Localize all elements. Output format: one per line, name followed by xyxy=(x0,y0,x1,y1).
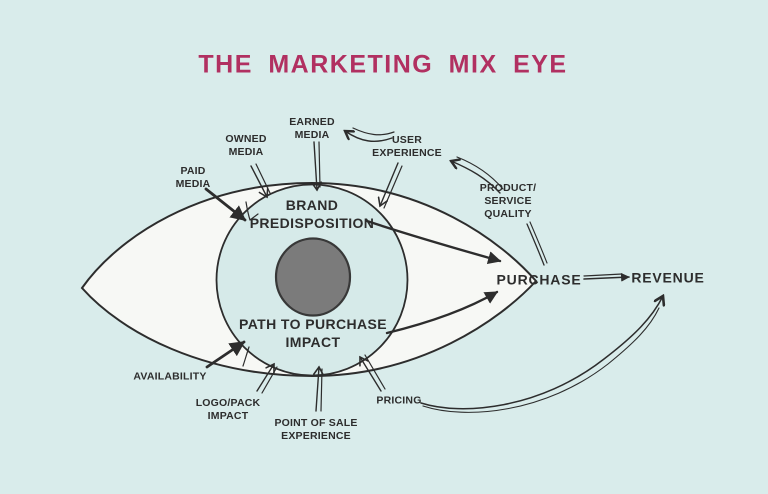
arrow-availability-hook xyxy=(242,346,250,367)
connector-quality-purchase xyxy=(526,223,545,266)
label-paid-media: PAID MEDIA xyxy=(175,165,211,190)
arrow-quality-to-user xyxy=(451,161,501,194)
arrow-path-to-purchase xyxy=(385,290,499,335)
label-user-experience: USER EXPERIENCE xyxy=(372,134,442,159)
label-purchase: PURCHASE xyxy=(496,271,582,288)
arrow-user-to-earned-2 xyxy=(352,127,395,136)
arrow-pricing-to-revenue xyxy=(420,296,663,410)
arrows xyxy=(204,127,663,413)
arrow-purchase-to-revenue xyxy=(583,272,630,282)
arrow-logo-pack xyxy=(256,362,275,392)
arrow-user-experience-2 xyxy=(383,165,403,209)
arrow-pricing-up xyxy=(359,355,382,392)
label-pricing: PRICING xyxy=(376,394,422,407)
arrow-user-to-earned xyxy=(345,131,393,143)
arrow-brand-to-purchase xyxy=(365,219,502,265)
arrow-pricing-up-2 xyxy=(364,354,386,390)
label-product-service-quality: PRODUCT/ SERVICE QUALITY xyxy=(479,181,537,220)
connector-quality-purchase-2 xyxy=(529,221,548,264)
arrow-logo-pack-2 xyxy=(261,366,278,394)
arrow-point-of-sale xyxy=(313,365,324,412)
page-title: THE MARKETING MIX EYE xyxy=(198,50,568,79)
arrow-earned-media-2 xyxy=(318,141,321,188)
label-brand-predisposition: BRAND PREDISPOSITION xyxy=(249,197,375,231)
arrow-owned-media xyxy=(250,165,269,199)
label-point-of-sale-experience: POINT OF SALE EXPERIENCE xyxy=(274,417,358,442)
arrow-quality-to-user-2 xyxy=(456,156,504,190)
label-availability: AVAILABILITY xyxy=(133,370,207,383)
label-logo-pack-impact: LOGO/PACK IMPACT xyxy=(195,397,261,422)
arrow-point-of-sale-2 xyxy=(320,368,323,412)
arrow-availability xyxy=(205,340,246,369)
label-owned-media: OWNED MEDIA xyxy=(225,133,267,158)
arrow-user-experience xyxy=(377,162,399,208)
label-path-to-purchase-impact: PATH TO PURCHASE IMPACT xyxy=(239,316,387,350)
arrow-purchase-to-revenue-2 xyxy=(583,273,623,277)
arrow-owned-media-2 xyxy=(255,163,271,194)
arrow-paid-media-hook xyxy=(245,201,259,221)
pupil xyxy=(274,237,352,317)
arrow-paid-media xyxy=(204,187,247,222)
label-earned-media: EARNED MEDIA xyxy=(289,116,335,141)
label-revenue: REVENUE xyxy=(631,269,705,286)
arrow-earned-media xyxy=(311,141,322,192)
arrow-pricing-to-revenue-2 xyxy=(422,307,660,413)
